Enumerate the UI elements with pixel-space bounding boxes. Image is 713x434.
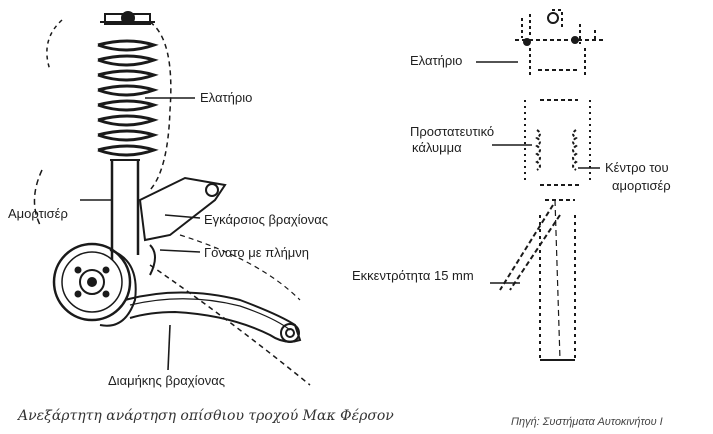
left-leader-lines <box>80 97 201 371</box>
label-transverse-arm: Εγκάρσιος βραχίονας <box>204 212 329 227</box>
label-shock-center-1: Κέντρο του <box>605 160 669 175</box>
right-leader-lines <box>476 61 600 284</box>
right-strut-drawing <box>476 9 605 361</box>
left-coil-spring <box>97 39 159 157</box>
label-eccentricity: Εκκεντρότητα 15 mm <box>352 268 474 283</box>
label-ball-joint: Γόνατο με πλήμνη <box>204 245 310 260</box>
figure-caption: Ανεξάρτητη ανάρτηση οπίσθιου τροχού Μακ … <box>18 408 394 424</box>
label-shock-center-2: αμορτισέρ <box>612 178 671 193</box>
left-brake-drum <box>52 242 137 327</box>
label-protective-cover-1: Προστατευτικό <box>410 124 495 139</box>
label-left-spring: Ελατήριο <box>200 90 253 105</box>
label-longitudinal-arm: Διαμήκης βραχίονας <box>108 373 226 388</box>
label-shock-absorber: Αμορτισέρ <box>8 206 68 221</box>
left-longitudinal-arm <box>124 291 302 343</box>
left-suspension-drawing <box>33 11 311 386</box>
label-right-spring: Ελατήριο <box>410 53 463 68</box>
label-protective-cover-2: κάλυμμα <box>412 140 462 155</box>
figure-source: Πηγή: Συστήματα Αυτοκινήτου Ι <box>511 416 663 428</box>
right-protective-cover <box>535 129 578 171</box>
